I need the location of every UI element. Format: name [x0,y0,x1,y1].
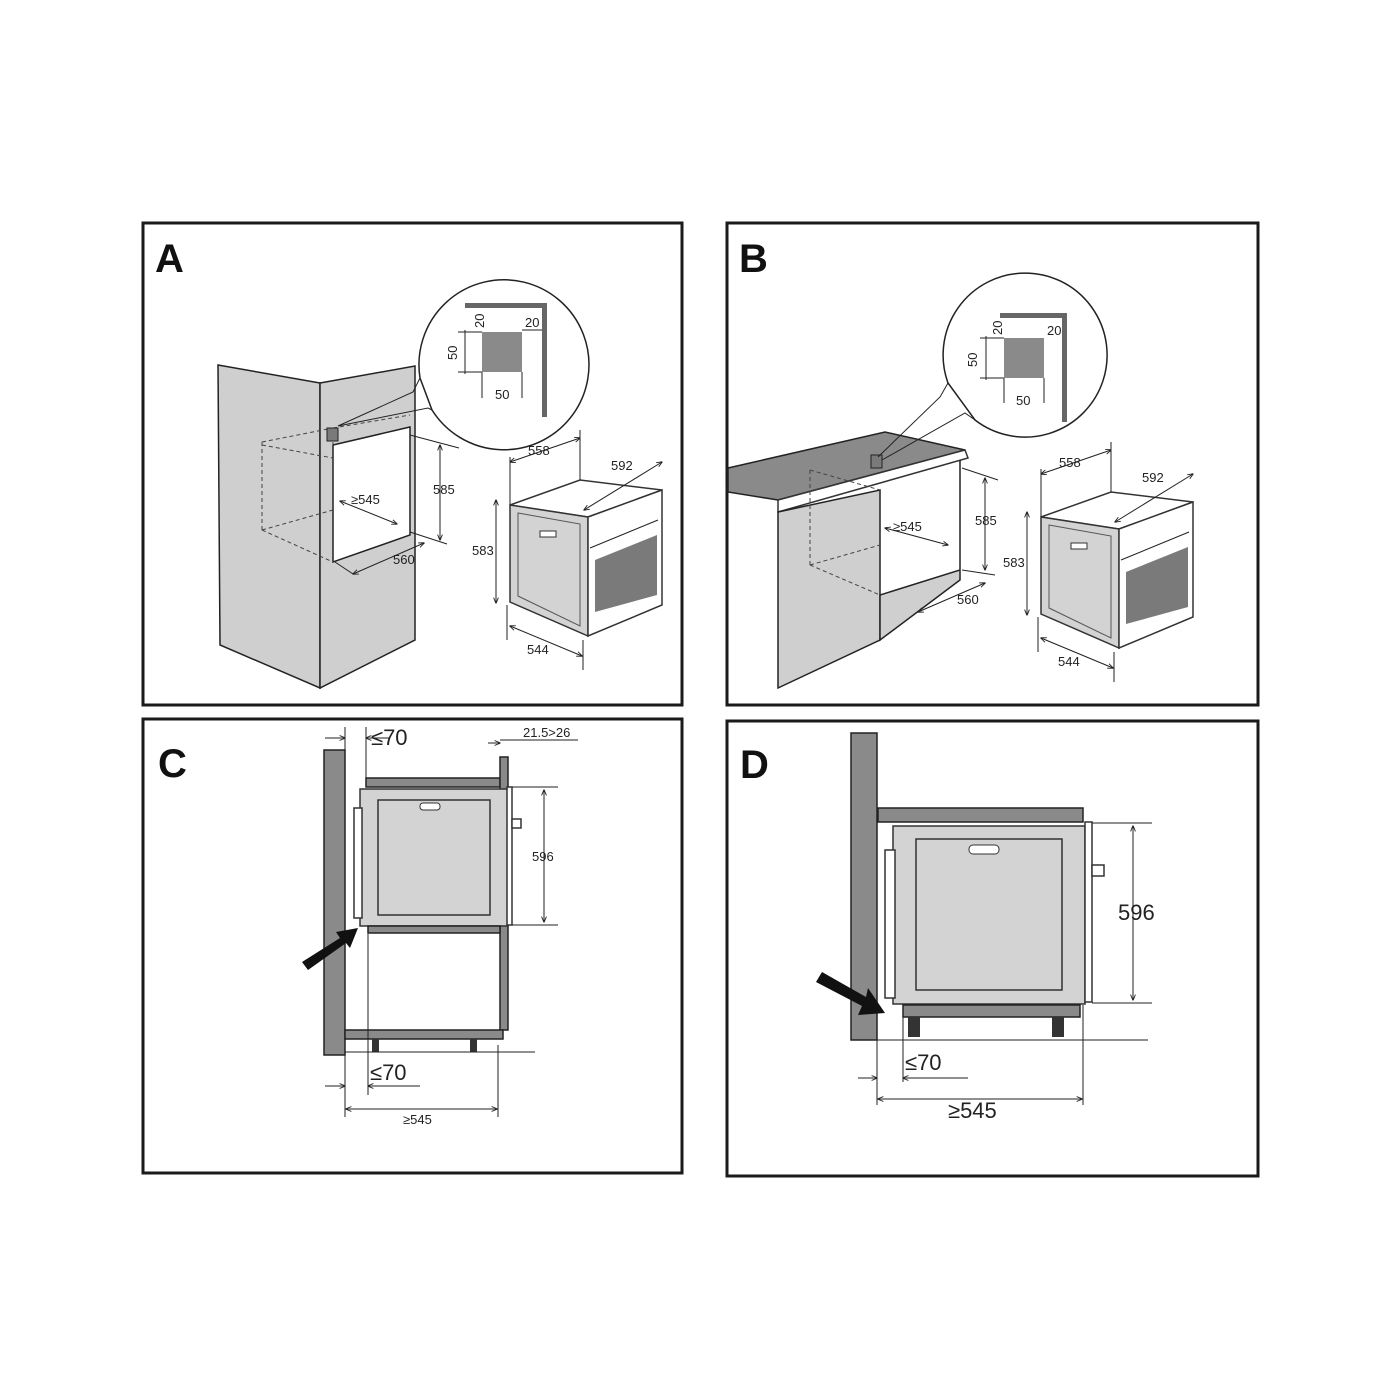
oven-handle-vent [419,802,441,811]
panel-c: C ≤70 21.5>26 596 ≤70 ≥545 [141,717,684,1175]
oven-width: 592 [1142,470,1164,485]
inset-magnifier: 50 20 20 50 [877,272,1108,461]
oven-b: 558 592 583 544 [1003,442,1193,682]
inset-magnifier: 50 20 20 50 [337,279,590,451]
side-wall [323,749,346,1056]
panel-a-frame [141,221,684,707]
inset-top-offset: 20 [472,314,487,328]
panel-d: D 596 ≤70 ≥545 [725,719,1260,1178]
inset-width: 50 [495,387,509,402]
niche-height: 585 [433,482,455,497]
panel-b-label: B [739,237,768,281]
niche-dimensions: 585 ≥545 560 [334,434,460,574]
niche-width: 560 [393,552,415,567]
top-shelf [365,777,501,788]
niche-width: 560 [957,592,979,607]
panel-d-frame [725,719,1260,1178]
oven-height: 583 [1003,555,1025,570]
arrow-icon [302,928,358,970]
panel-b-frame [725,221,1260,707]
panel-a-label: A [155,237,184,281]
niche-depth: ≥545 [351,492,380,507]
oven-depth: 558 [1059,455,1081,470]
oven-height: 583 [472,543,494,558]
panel-thickness: 21.5>26 [523,725,570,740]
niche-depth: ≥545 [893,519,922,534]
panel-c-frame [141,717,684,1175]
inset-top-offset: 20 [990,321,1005,335]
oven-body [359,788,509,927]
depth: ≥545 [403,1112,432,1127]
oven-body-depth: 544 [527,642,549,657]
inset-width: 50 [1016,393,1030,408]
niche-height: 585 [975,513,997,528]
top-shelf [877,807,1084,823]
tall-cabinet [217,364,416,690]
bottom-gap: ≤70 [905,1050,942,1075]
top-gap: ≤70 [371,725,408,750]
inset-side-offset: 20 [525,315,539,330]
panel-c-label: C [158,742,187,786]
anchor-mark [326,427,339,442]
oven-height: 596 [1118,900,1155,925]
oven-body-depth: 544 [1058,654,1080,669]
oven-width: 592 [611,458,633,473]
panel-b: B 585 ≥545 560 [725,221,1260,707]
bottom-shelf [902,1004,1081,1018]
inset-height: 50 [445,346,460,360]
oven-height: 596 [532,849,554,864]
bottom-shelf [344,1029,504,1040]
oven-body [892,825,1086,1005]
bottom-gap: ≤70 [370,1060,407,1085]
side-wall [850,732,878,1041]
oven-depth: 558 [528,443,550,458]
panel-a: A 585 ≥545 560 [141,221,684,707]
anchor-mark [870,454,883,469]
inset-height: 50 [965,353,980,367]
panel-d-label: D [740,743,769,787]
oven-a: 558 592 583 544 [472,430,662,670]
countertop-cabinet: 585 ≥545 560 [727,431,999,690]
inset-side-offset: 20 [1047,323,1061,338]
arrow-icon [816,972,885,1015]
depth: ≥545 [948,1098,997,1123]
oven-handle-vent [968,844,1000,855]
